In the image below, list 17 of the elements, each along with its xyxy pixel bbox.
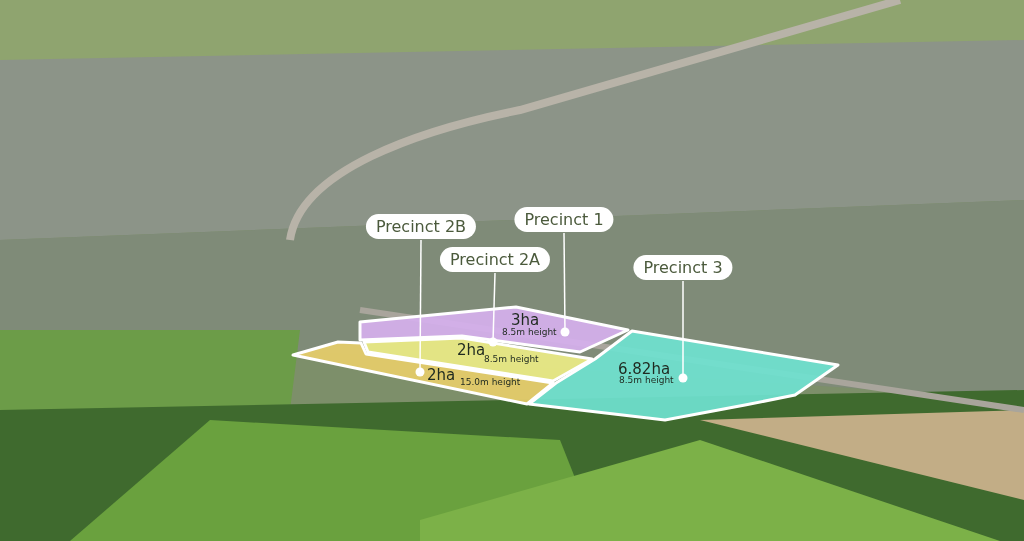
area-label: 2ha	[457, 343, 486, 358]
callout-label: Precinct 1	[514, 207, 614, 232]
height-label: 8.5m height	[619, 376, 674, 385]
height-label: 15.0m height	[460, 378, 521, 387]
leader-line	[560, 232, 570, 337]
area-label: 3ha	[511, 313, 540, 328]
callout-label: Precinct 2B	[365, 214, 477, 239]
area-label: 2ha	[427, 368, 456, 383]
leader-line	[415, 239, 425, 377]
callout-label: Precinct 3	[633, 255, 733, 280]
height-label: 8.5m height	[484, 355, 539, 364]
height-label: 8.5m height	[502, 328, 557, 337]
site-parcel	[293, 342, 553, 404]
area-label: 6.82ha	[618, 362, 671, 377]
leader-line	[678, 280, 688, 383]
callout-label: Precinct 2A	[439, 247, 551, 272]
leader-line	[488, 272, 498, 347]
